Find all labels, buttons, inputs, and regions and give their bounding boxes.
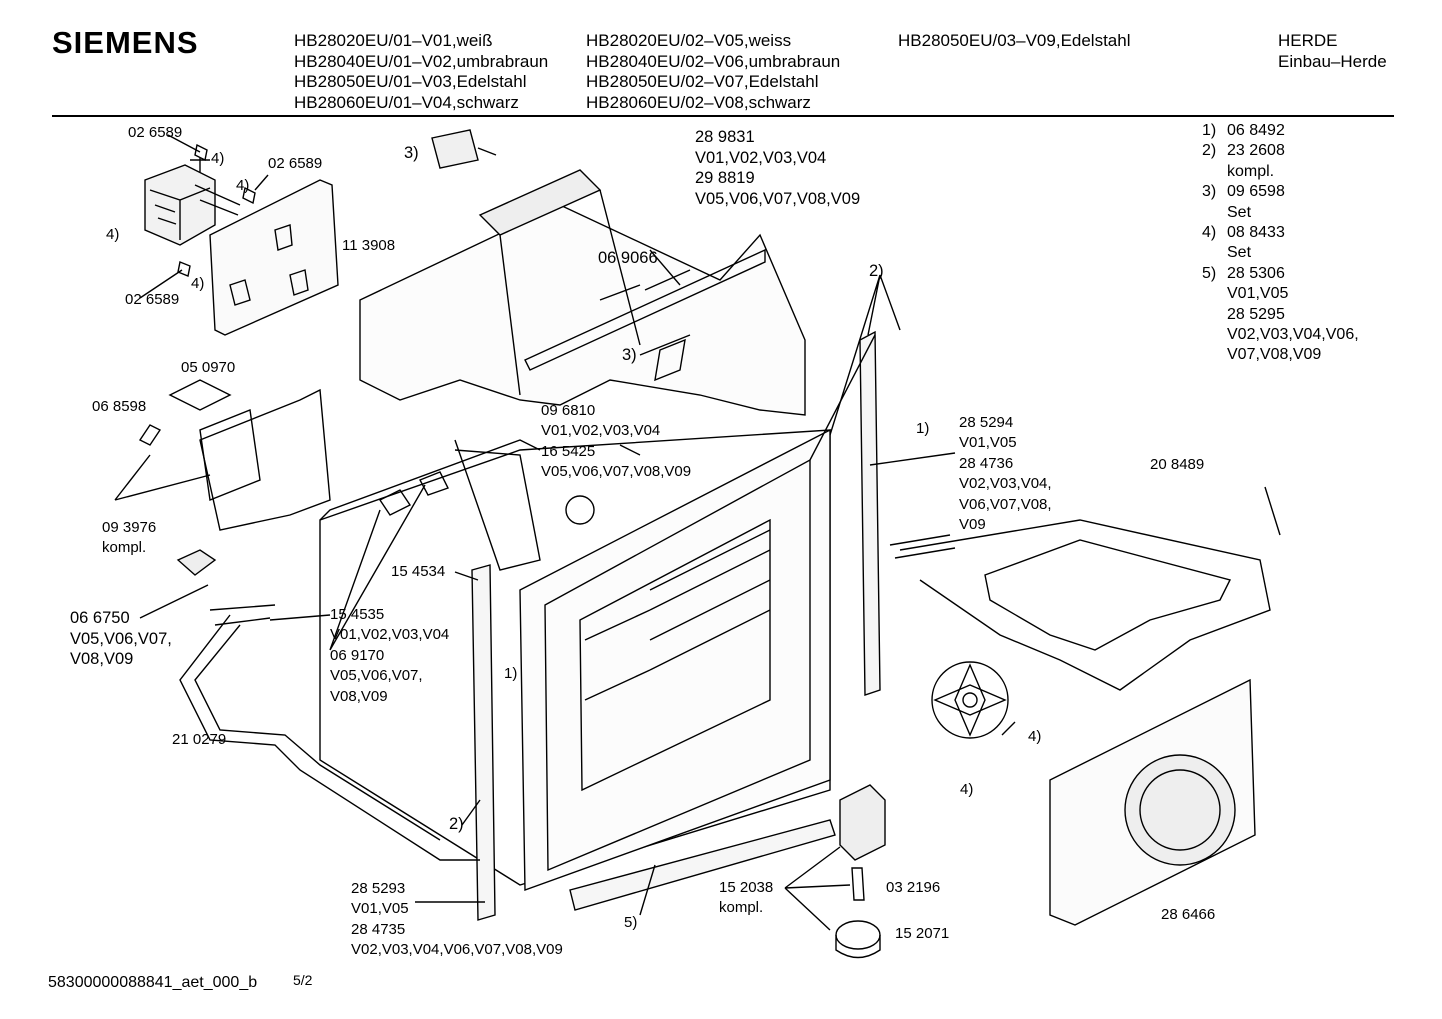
- brand-logo: SIEMENS: [52, 25, 199, 60]
- footnote-item: 2)23 2608: [1202, 142, 1285, 160]
- footnote-item: Set: [1227, 244, 1252, 262]
- model-line: HB28050EU/01–V03,Edelstahl: [294, 72, 527, 91]
- part-label: 21 0279: [172, 731, 227, 748]
- footnote-item: V07,V08,V09: [1227, 346, 1322, 364]
- document-code: 58300000088841_aet_000_b: [48, 974, 258, 991]
- footnote-item: kompl.: [1227, 162, 1275, 180]
- part-label: 15 2038 kompl.: [719, 879, 774, 917]
- part-label: 15 4535 V01,V02,V03,V04 06 9170 V05,V06,…: [330, 606, 450, 705]
- model-line: HB28050EU/03–V09,Edelstahl: [898, 31, 1131, 50]
- note-ref: 4): [960, 781, 974, 798]
- model-list-3: HB28050EU/03–V09,Edelstahl: [898, 31, 1131, 52]
- footnote-item: 5)28 5306: [1202, 264, 1285, 282]
- category-line: HERDE: [1278, 31, 1338, 50]
- note-ref: 2): [449, 815, 464, 833]
- page-number: 5/2: [293, 972, 313, 988]
- part-label: 28 9831 V01,V02,V03,V04 29 8819 V05,V06,…: [695, 128, 861, 208]
- footnote-item: V01,V05: [1227, 285, 1289, 303]
- part-label: 09 3976 kompl.: [102, 519, 157, 557]
- model-line: HB28020EU/01–V01,weiß: [294, 31, 493, 50]
- footnote-item: 3)09 6598: [1202, 183, 1285, 201]
- model-line: HB28040EU/02–V06,umbrabraun: [586, 51, 841, 71]
- footnote-item: 4)08 8433: [1202, 224, 1285, 242]
- top-heater-drawing: [899, 519, 1271, 691]
- part-label: 02 6589: [268, 155, 323, 172]
- note-ref: 1): [916, 420, 930, 437]
- part-label: 15 2071: [895, 925, 950, 942]
- model-list-2: HB28020EU/02–V05,weiss HB28040EU/02–V06,…: [586, 31, 840, 113]
- part-label: 28 5294 V01,V05 28 4736 V02,V03,V04, V06…: [959, 414, 1052, 534]
- footnote-item: V02,V03,V04,V06,: [1227, 326, 1359, 344]
- part-label: 15 4534: [391, 563, 446, 580]
- model-line: HB28020EU/02–V05,weiss: [586, 31, 792, 50]
- model-line: HB28050EU/02–V07,Edelstahl: [586, 72, 819, 91]
- note-ref: 5): [624, 914, 638, 931]
- part-label: 20 8489: [1150, 456, 1205, 473]
- part-label: 06 6750 V05,V06,V07, V08,V09: [70, 609, 172, 669]
- part-label: 03 2196: [886, 879, 941, 896]
- convection-fan-drawing: [931, 661, 1009, 739]
- back-plate-drawing: [209, 179, 339, 336]
- note-ref: 4): [1028, 728, 1042, 745]
- fan-motor-drawing: [144, 158, 241, 246]
- part-label: 28 6466: [1161, 906, 1216, 923]
- note-ref: 1): [504, 665, 518, 682]
- footnote-legend: 1)06 8492 2)23 2608 kompl. 3)09 6598 Set…: [1202, 121, 1359, 366]
- note-ref: 4): [106, 226, 120, 243]
- model-line: HB28040EU/01–V02,umbrabraun: [294, 51, 549, 71]
- part-label: 02 6589: [128, 124, 183, 141]
- part-label: 11 3908: [342, 237, 396, 254]
- model-line: HB28060EU/01–V04,schwarz: [294, 92, 519, 112]
- oven-lamp-drawing: [835, 784, 886, 959]
- part-label: 09 6810 V01,V02,V03,V04 16 5425 V05,V06,…: [541, 402, 692, 481]
- header-rule: [52, 115, 1394, 117]
- bottom-heater-drawing: [179, 614, 480, 861]
- part-label: 05 0970: [181, 359, 236, 376]
- footnote-item: 28 5295: [1227, 305, 1285, 323]
- category-line: Einbau–Herde: [1278, 51, 1387, 71]
- note-ref: 4): [191, 275, 205, 292]
- part-label: 06 8598: [92, 398, 147, 415]
- note-ref: 4): [236, 177, 250, 194]
- part-label: 06 9066: [598, 249, 658, 267]
- footnote-item: 1)06 8492: [1202, 122, 1285, 139]
- note-ref: 3): [404, 144, 419, 162]
- category: HERDE Einbau–Herde: [1278, 31, 1387, 72]
- top-hood-drawing: [359, 204, 806, 416]
- note-ref: 4): [211, 150, 225, 167]
- part-label: 28 5293 V01,V05 28 4735 V02,V03,V04,V06,…: [351, 880, 563, 959]
- part-label: 02 6589: [125, 291, 180, 308]
- footnote-item: Set: [1227, 203, 1252, 221]
- model-line: HB28060EU/02–V08,schwarz: [586, 92, 811, 112]
- note-ref: 3): [622, 346, 637, 364]
- model-list-1: HB28020EU/01–V01,weiß HB28040EU/01–V02,u…: [294, 31, 548, 113]
- note-ref: 2): [869, 262, 884, 280]
